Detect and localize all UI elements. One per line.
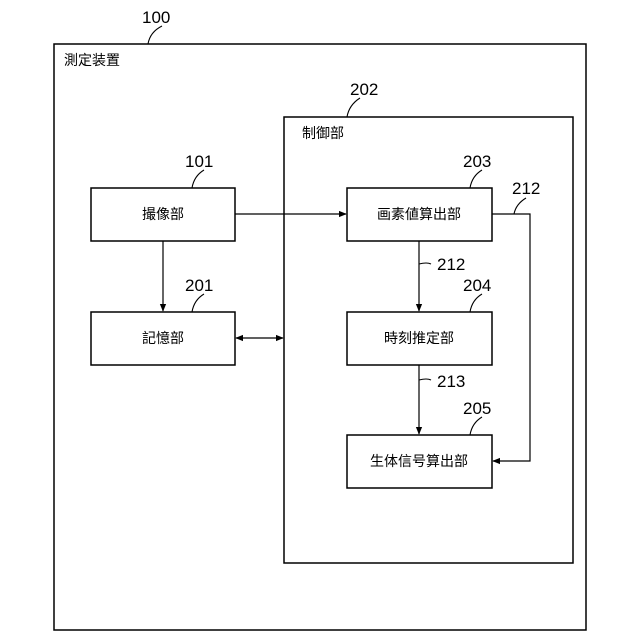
- measurement-device-leader: [148, 26, 162, 44]
- time-to-biosignal-leader: [419, 379, 431, 380]
- biosignal-label: 生体信号算出部: [370, 454, 468, 470]
- time-estimation-leader: [470, 294, 482, 312]
- pixel-to-biosignal-ref: 212: [512, 179, 540, 198]
- biosignal-ref: 205: [463, 399, 491, 418]
- measurement-device-label: 測定装置: [64, 53, 120, 69]
- pixel-to-biosignal-arrow: [492, 214, 530, 461]
- storage-label: 記憶部: [142, 330, 184, 347]
- control-unit-ref: 202: [350, 80, 378, 99]
- pixel-to-biosignal-leader: [514, 198, 526, 214]
- camera-leader: [192, 170, 204, 188]
- pixel-to-time-leader: [419, 263, 431, 264]
- pixel-value-leader: [470, 170, 482, 188]
- pixel-value-ref: 203: [463, 152, 491, 171]
- time-to-biosignal-ref: 213: [437, 372, 465, 391]
- storage-leader: [192, 294, 204, 312]
- camera-ref: 101: [185, 152, 213, 171]
- measurement-device-ref: 100: [142, 8, 170, 27]
- camera-label: 撮像部: [142, 206, 184, 223]
- storage-ref: 201: [185, 276, 213, 295]
- time-estimation-label: 時刻推定部: [384, 331, 454, 347]
- biosignal-leader: [470, 417, 482, 435]
- control-unit-leader: [347, 98, 360, 117]
- pixel-to-time-ref: 212: [437, 255, 465, 274]
- control-unit-label: 制御部: [302, 126, 344, 142]
- pixel-value-label: 画素値算出部: [377, 207, 461, 223]
- time-estimation-ref: 204: [463, 276, 491, 295]
